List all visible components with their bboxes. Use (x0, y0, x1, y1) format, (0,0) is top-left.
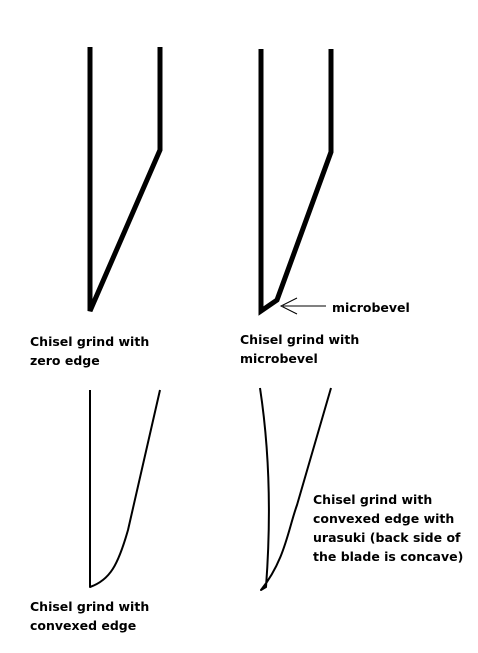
caption-line: Chisel grind with (30, 334, 150, 349)
convexed-edge-caption: Chisel grind with convexed edge (30, 597, 149, 635)
caption-line: the blade is concave) (313, 549, 464, 564)
caption-line: convexed edge (30, 618, 137, 633)
zero-edge-profile (87, 47, 163, 312)
caption-line: Chisel grind with (30, 599, 150, 614)
convexed-edge-blade-outline (89, 389, 161, 588)
urasuki-caption: Chisel grind with convexed edge with ura… (313, 490, 463, 566)
microbevel-profile (258, 49, 334, 316)
zero-edge-caption: Chisel grind with zero edge (30, 332, 149, 370)
convexed-edge-profile (89, 389, 161, 588)
caption-line: urasuki (back side of (313, 530, 461, 545)
caption-line: zero edge (30, 353, 100, 368)
microbevel-callout-arrow (279, 297, 326, 315)
caption-line: Chisel grind with (240, 332, 360, 347)
caption-line: convexed edge with (313, 511, 455, 526)
caption-line: Chisel grind with (313, 492, 433, 507)
arrow-head (279, 297, 298, 315)
microbevel-callout-label: microbevel (332, 300, 410, 315)
zero-edge-blade-outline (87, 47, 163, 312)
urasuki-blade-outline (259, 387, 332, 591)
caption-line: microbevel (240, 351, 318, 366)
urasuki-profile (259, 387, 332, 591)
microbevel-caption: Chisel grind with microbevel (240, 330, 359, 368)
microbevel-blade-outline (258, 49, 334, 316)
